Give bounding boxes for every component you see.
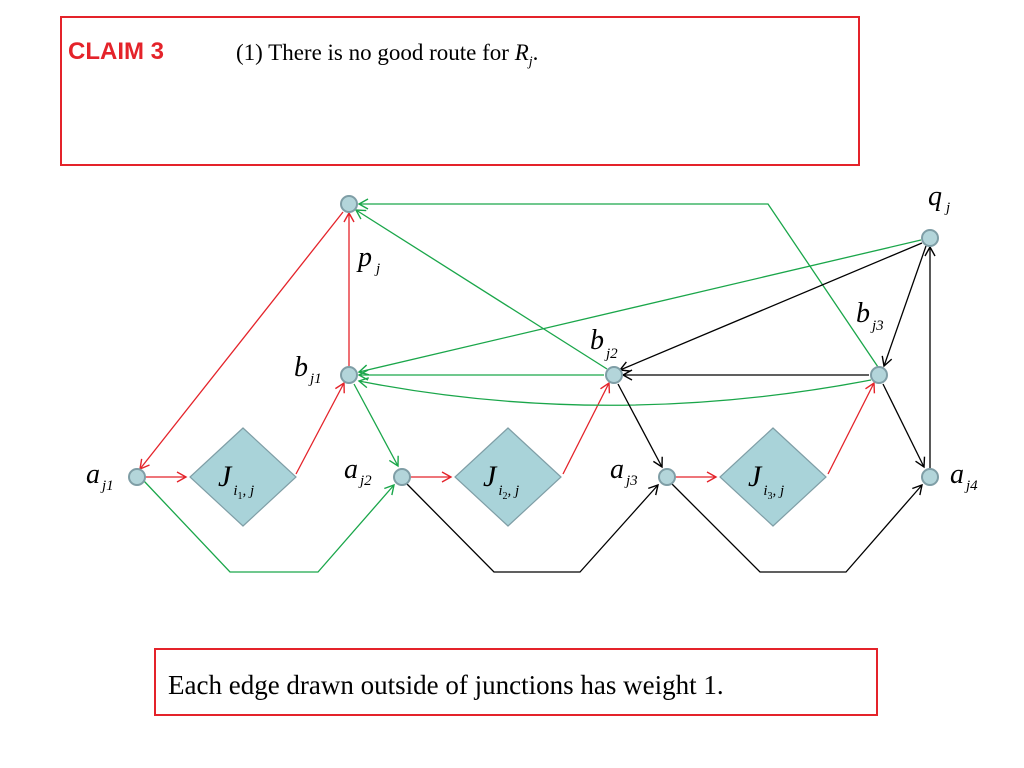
label-a2-sub: j2 bbox=[358, 473, 372, 489]
junction-3 bbox=[719, 427, 827, 527]
junction-1-subsub: 1 bbox=[238, 491, 243, 502]
edge-b3-p bbox=[357, 198, 879, 368]
label-a4-base: a bbox=[950, 459, 964, 490]
note-box bbox=[154, 648, 878, 716]
claim-variable-subscript: j bbox=[528, 54, 533, 70]
red-edges bbox=[139, 211, 876, 483]
claim-variable: R bbox=[514, 40, 529, 65]
label-p-sub: j bbox=[374, 261, 380, 277]
claim-title: CLAIM 3 bbox=[68, 38, 164, 65]
node-b1 bbox=[340, 366, 358, 384]
edge-j2-b2 bbox=[562, 381, 611, 475]
label-b1-base: b bbox=[294, 352, 308, 383]
edge-q-b2 bbox=[618, 242, 923, 372]
junction-1-base: J bbox=[218, 460, 233, 493]
edge-a1-a2-bottom bbox=[143, 480, 395, 573]
junction-2 bbox=[454, 427, 562, 527]
edge-b1-a2 bbox=[353, 383, 399, 468]
edge-q-b1 bbox=[357, 239, 922, 376]
node-a2 bbox=[393, 468, 411, 486]
node-a4 bbox=[921, 468, 939, 486]
junction-3-base: J bbox=[748, 460, 763, 493]
edge-b3-a4 bbox=[882, 383, 926, 469]
node-a1 bbox=[128, 468, 146, 486]
junctions bbox=[189, 427, 827, 527]
junction-3-tail: , j bbox=[773, 483, 785, 499]
junction-1-tail: , j bbox=[243, 483, 255, 499]
claim-prefix: (1) There is no good route for bbox=[236, 40, 515, 65]
junction-2-sub: i bbox=[498, 483, 502, 499]
label-b1-sub: j1 bbox=[308, 371, 322, 387]
junction-3-subsub: 3 bbox=[768, 491, 773, 502]
node-b2 bbox=[605, 366, 623, 384]
label-a2-base: a bbox=[344, 454, 358, 485]
edge-j3-b3 bbox=[827, 381, 876, 475]
label-b3-base: b bbox=[856, 298, 870, 329]
edge-b2-p bbox=[354, 209, 608, 370]
label-b2-base: b bbox=[590, 325, 604, 356]
junction-2-base: J bbox=[483, 460, 498, 493]
claim-box bbox=[60, 16, 860, 166]
claim-statement: (1) There is no good route for Rj. bbox=[236, 40, 538, 71]
junction-2-tail: , j bbox=[508, 483, 520, 499]
label-p-base: p bbox=[356, 242, 372, 273]
node-q bbox=[921, 229, 939, 247]
edge-j1-b1 bbox=[295, 381, 345, 475]
nodes bbox=[128, 195, 939, 486]
junction-1-sub: i bbox=[233, 483, 237, 499]
edge-b2-a3 bbox=[617, 383, 663, 469]
label-a3-sub: j3 bbox=[624, 473, 638, 489]
junction-2-subsub: 2 bbox=[503, 491, 508, 502]
edge-b3-b1-curve bbox=[357, 377, 872, 406]
node-b3 bbox=[870, 366, 888, 384]
node-p bbox=[340, 195, 358, 213]
label-a4-sub: j4 bbox=[964, 478, 978, 494]
claim-suffix: . bbox=[532, 40, 539, 65]
label-a1-sub: j1 bbox=[100, 478, 114, 494]
junction-1 bbox=[189, 427, 297, 527]
edge-a2-a3-bottom bbox=[406, 483, 659, 573]
label-b3-sub: j3 bbox=[870, 318, 884, 334]
junction-3-sub: i bbox=[763, 483, 767, 499]
edge-a3-a4-bottom bbox=[671, 483, 923, 573]
label-a3-base: a bbox=[610, 454, 624, 485]
node-a3 bbox=[658, 468, 676, 486]
edge-p-a1 bbox=[139, 211, 344, 471]
edge-q-b3 bbox=[881, 245, 927, 368]
note-text: Each edge drawn outside of junctions has… bbox=[168, 670, 724, 700]
black-edges bbox=[406, 242, 936, 573]
label-b2-sub: j2 bbox=[604, 346, 618, 362]
label-a1-base: a bbox=[86, 459, 100, 490]
label-q-sub: j bbox=[944, 200, 950, 216]
green-edges bbox=[143, 198, 922, 573]
label-q-base: q bbox=[928, 181, 942, 212]
